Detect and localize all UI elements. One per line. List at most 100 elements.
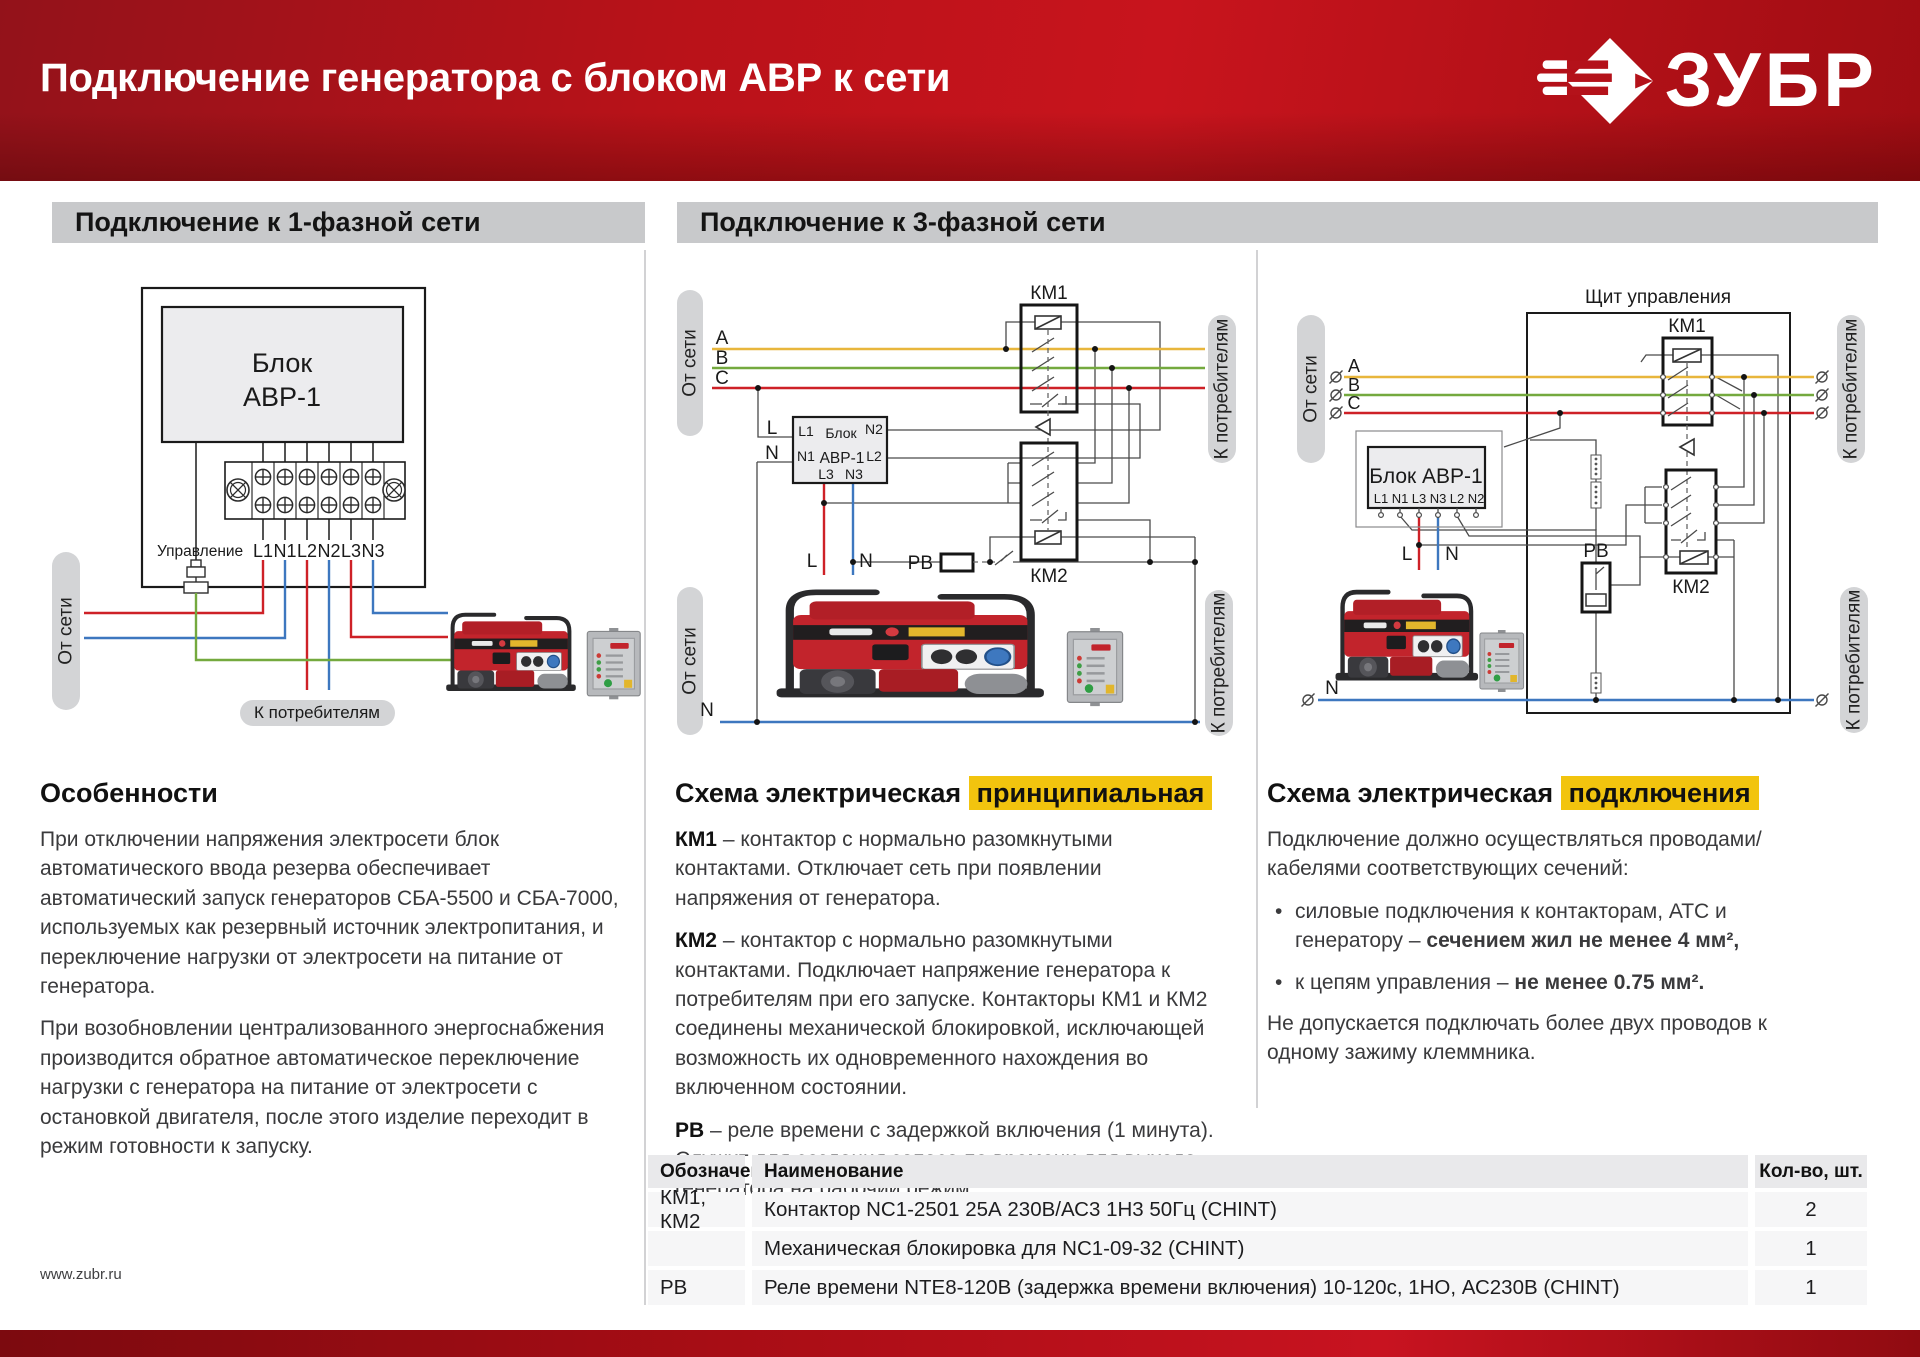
terminal-strip	[224, 461, 406, 520]
svg-text:С: С	[715, 368, 729, 389]
connection-heading-text: Схема электрическая	[1267, 778, 1554, 808]
km2-contactor: КМ2	[1019, 441, 1079, 587]
control-wires	[1399, 354, 1779, 700]
svg-text:N: N	[1325, 678, 1339, 699]
schematic-heading: Схема электрическая принципиальная	[675, 776, 1225, 810]
svg-text:От сети: От сети	[680, 627, 701, 695]
svg-text:L2: L2	[1450, 491, 1464, 506]
svg-text:К потребителям: К потребителям	[1209, 593, 1230, 734]
svg-text:N2: N2	[865, 421, 883, 437]
connection-bullet-1: силовые подключения к контакторам, АТС и…	[1273, 897, 1812, 956]
svg-text:L: L	[767, 418, 778, 439]
km1-term: КМ1	[675, 828, 717, 851]
time-relay: РВ	[1580, 541, 1612, 614]
svg-text:L1: L1	[1374, 491, 1388, 506]
terminal-l3: L3	[341, 541, 361, 561]
svg-text:К потребителям: К потребителям	[254, 703, 380, 722]
table-header-designation: Обозначения	[648, 1155, 785, 1188]
terminal-n3: N3	[361, 541, 384, 561]
zubr-logo-icon	[1536, 38, 1653, 124]
bullet-1-text: силовые подключения к контакторам, АТС и…	[1295, 899, 1727, 953]
bottom-red-bar	[0, 1330, 1920, 1357]
three-phase-wiring-diagram: Щит управления От сети К потребителям К …	[1297, 287, 1868, 733]
phase-labels: А В С L N N	[1325, 356, 1459, 699]
single-phase-wires	[84, 560, 505, 690]
svg-text:КМ2: КМ2	[1672, 577, 1709, 598]
table-header-name: Наименование	[752, 1155, 1748, 1188]
svg-text:К потребителям: К потребителям	[1841, 319, 1862, 460]
svg-text:От сети: От сети	[680, 329, 701, 397]
svg-text:С: С	[1348, 393, 1361, 413]
page-header: Подключение генератора с блоком АВР к се…	[0, 0, 1920, 181]
table-row-3-code: РВ	[648, 1270, 745, 1305]
svg-text:РВ: РВ	[908, 553, 933, 574]
table-row-1-qty: 2	[1755, 1192, 1867, 1227]
schematic-heading-text: Схема электрическая	[675, 778, 962, 808]
schematic-heading-highlight: принципиальная	[968, 776, 1213, 810]
rv-term: РВ	[675, 1118, 705, 1142]
svg-text:КМ2: КМ2	[1030, 566, 1067, 587]
features-section: Особенности При отключении напряжения эл…	[40, 778, 620, 1174]
avr-enclosure-box: Блок АВР-1	[140, 286, 427, 589]
svg-text:N3: N3	[845, 466, 863, 482]
connection-bullet-list: силовые подключения к контакторам, АТС и…	[1267, 897, 1812, 998]
time-relay: РВ	[908, 550, 1014, 574]
km2-term: КМ2	[675, 929, 717, 953]
svg-text:Блок АВР-1: Блок АВР-1	[1369, 465, 1482, 488]
svg-text:L: L	[1402, 544, 1413, 565]
km1-text: – контактор с нормально разомкнутыми кон…	[675, 828, 1113, 910]
control-wires	[756, 321, 1196, 722]
terminal-n2: N2	[317, 541, 340, 561]
svg-text:N2: N2	[1468, 491, 1485, 506]
km1-description: КМ1 – контактор с нормально разомкнутыми…	[675, 825, 1225, 913]
control-label: Управление	[157, 543, 243, 560]
zubr-logo-text: ЗУБР	[1664, 38, 1878, 123]
svg-text:N3: N3	[1430, 491, 1447, 506]
connection-bullet-2: к цепям управления – не менее 0.75 мм².	[1273, 968, 1812, 998]
svg-text:L1: L1	[798, 423, 814, 439]
table-row-1-code: КМ1, КМ2	[648, 1186, 745, 1233]
from-net-pill: От сети	[52, 552, 80, 710]
svg-text:От сети: От сети	[56, 597, 77, 665]
table-row-3-qty: 1	[1755, 1270, 1867, 1305]
to-consumers-pill: К потребителям	[240, 700, 395, 726]
km1-contactor: КМ1	[1659, 316, 1715, 427]
din-terminal-strips	[1590, 454, 1602, 694]
terminal-connector-lines	[195, 442, 374, 560]
phase-wires	[1318, 375, 1814, 702]
connection-intro: Подключение должно осуществляться провод…	[1267, 828, 1762, 881]
generator-image	[446, 615, 576, 691]
table-header-qty: Кол-во, шт.	[1755, 1155, 1867, 1188]
svg-text:L3: L3	[818, 466, 834, 482]
column-divider-left	[644, 250, 646, 1305]
km1-contactor: КМ1	[1019, 283, 1079, 414]
svg-text:N1: N1	[797, 448, 815, 464]
svg-text:N: N	[1445, 544, 1459, 565]
section-header-three-phase: Подключение к 3-фазной сети	[677, 202, 1878, 243]
bullet-2-text: к цепям управления –	[1295, 970, 1515, 994]
connection-section: Схема электрическая подключения Подключе…	[1267, 776, 1812, 1081]
table-row-2-qty: 1	[1755, 1231, 1867, 1266]
svg-text:А: А	[716, 328, 729, 349]
mechanical-interlock-icon	[1035, 418, 1051, 436]
svg-text:В: В	[1348, 375, 1360, 395]
three-phase-schematic-diagram: От сети От сети К потребителям К потреби…	[677, 283, 1236, 736]
zubr-logo: ЗУБР	[1536, 38, 1878, 124]
phase-labels: А В С L N L N N	[700, 328, 873, 721]
junction-dots	[1416, 374, 1781, 703]
svg-text:L3: L3	[1412, 491, 1426, 506]
pills: От сети От сети К потребителям К потреби…	[677, 290, 1236, 736]
svg-text:КМ1: КМ1	[1030, 283, 1067, 304]
bullet-2-bold: не менее 0.75 мм².	[1514, 970, 1705, 994]
svg-text:АВР-1: АВР-1	[820, 450, 865, 467]
features-paragraph-1: При отключении напряжения электросети бл…	[40, 828, 619, 998]
terminal-l2: L2	[297, 541, 317, 561]
single-phase-diagram: Блок АВР-1 Упр	[52, 286, 641, 726]
column-divider-right	[1256, 250, 1258, 1108]
pills: От сети К потребителям К потребителям	[1297, 315, 1868, 733]
ats-control-box-image	[1066, 627, 1124, 707]
svg-text:L: L	[807, 551, 818, 572]
table-row-2-code	[648, 1231, 745, 1266]
km2-contactor: КМ2	[1662, 468, 1719, 598]
